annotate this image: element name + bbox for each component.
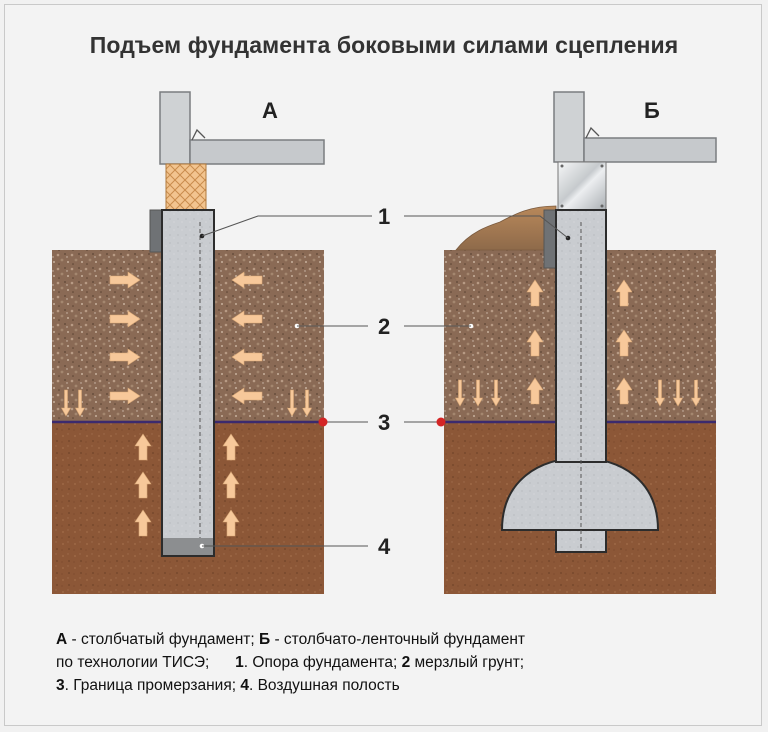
soil-mound-b — [455, 205, 557, 251]
legend-text-b: - столбчато-ленточный фундамент — [270, 631, 526, 648]
callout-1: 1 — [378, 204, 390, 229]
legend-key-3: 3 — [56, 677, 65, 694]
legend-text-tise: по технологии ТИСЭ; — [56, 654, 236, 671]
floor-slab-b — [583, 137, 717, 163]
callout-4: 4 — [378, 534, 391, 559]
diagram-letter-a: А — [262, 98, 278, 123]
pillar-a — [161, 209, 215, 557]
legend: А - столбчатый фундамент; Б - столбчато-… — [56, 628, 736, 697]
wall-a — [159, 91, 191, 165]
diagram-letter-b: Б — [644, 98, 660, 123]
legend-key-4: 4 — [240, 677, 249, 694]
legend-key-1: 1 — [235, 654, 244, 671]
frost-marker-b — [436, 417, 446, 427]
callouts — [201, 215, 569, 547]
floor-slab-a — [189, 139, 325, 165]
legend-line-1: А - столбчатый фундамент; Б - столбчато-… — [56, 628, 736, 651]
frost-marker-a — [318, 417, 328, 427]
legend-text-a: - столбчатый фундамент; — [67, 631, 260, 648]
legend-text-1: . Опора фундамента; — [243, 654, 402, 671]
legend-text-3: . Граница промерзания; — [64, 677, 241, 694]
legend-key-a: А — [56, 631, 68, 648]
diagram-b: Б — [444, 91, 717, 594]
callout-3: 3 — [378, 410, 390, 435]
legend-text-2: мерзлый грунт; — [410, 654, 525, 671]
diagram-canvas: А Б — [52, 91, 717, 594]
legend-key-b: Б — [259, 631, 271, 648]
legend-line-3: 3. Граница промерзания; 4. Воздушная пол… — [56, 674, 736, 697]
callout-2: 2 — [378, 314, 390, 339]
legend-key-2: 2 — [401, 654, 411, 671]
wall-b — [553, 91, 585, 163]
insulation-a — [165, 163, 207, 211]
legend-text-4: . Воздушная полость — [248, 677, 400, 694]
page-title: Подъем фундамента боковыми силами сцепле… — [89, 32, 679, 58]
diagram-a: А — [52, 91, 325, 594]
legend-line-2: по технологии ТИСЭ; 1. Опора фундамента;… — [56, 651, 736, 674]
metal-plinth-b — [557, 161, 607, 211]
grillage-edge-b — [543, 209, 557, 269]
air-cavity-a — [163, 538, 213, 555]
